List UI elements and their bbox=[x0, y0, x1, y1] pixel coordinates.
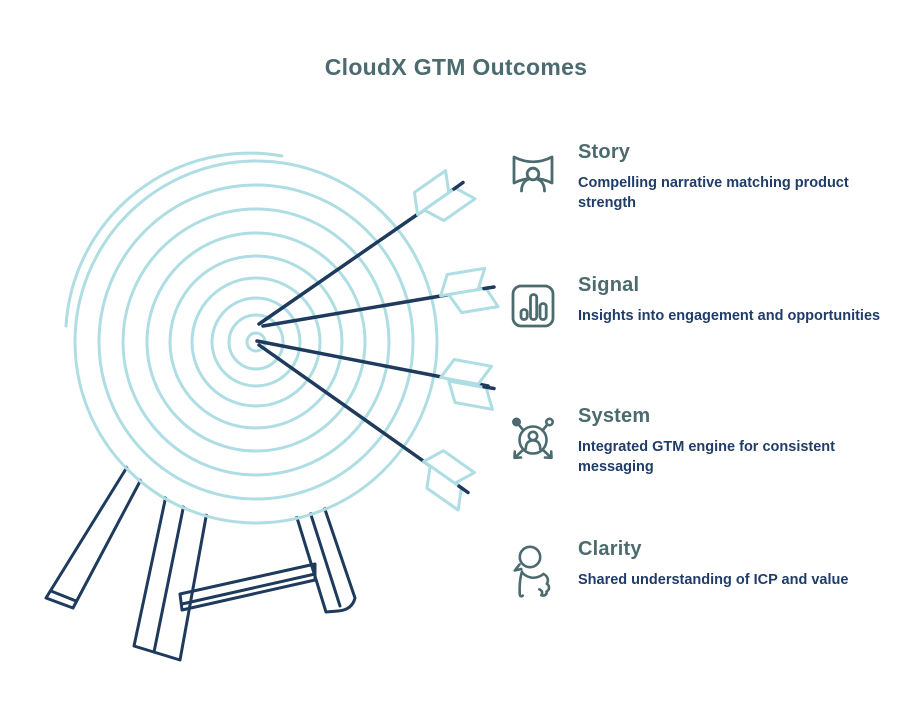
arrow-4 bbox=[257, 343, 476, 512]
arrow-3 bbox=[255, 339, 496, 411]
item-description: Insights into engagement and opportuniti… bbox=[578, 308, 881, 324]
target-board bbox=[64, 151, 439, 525]
item-description: Integrated GTM engine for consistent mes… bbox=[578, 439, 835, 475]
person-magnifier-icon bbox=[505, 542, 567, 598]
outcome-item-signal: Signal Insights into engagement and oppo… bbox=[505, 274, 900, 334]
arrows bbox=[255, 169, 500, 512]
arrow-2 bbox=[261, 266, 500, 328]
item-title: System bbox=[578, 405, 651, 427]
bar-chart-icon bbox=[505, 278, 567, 334]
arrow-1 bbox=[257, 169, 477, 326]
outcome-item-system: System Integrated GTM engine for consist… bbox=[505, 405, 900, 477]
item-title: Story bbox=[578, 141, 631, 163]
board-depth-rim bbox=[64, 151, 284, 328]
network-person-icon bbox=[505, 409, 567, 465]
item-description: Compelling narrative matching product st… bbox=[578, 175, 849, 211]
item-title: Signal bbox=[578, 274, 640, 296]
target-illustration bbox=[44, 151, 500, 662]
outcome-item-story: Story Compelling narrative matching prod… bbox=[505, 141, 900, 213]
presenter-screen-icon bbox=[505, 145, 567, 201]
outcome-item-clarity: Clarity Shared understanding of ICP and … bbox=[505, 538, 900, 598]
page-title: CloudX GTM Outcomes bbox=[324, 54, 588, 80]
item-description: Shared understanding of ICP and value bbox=[578, 572, 849, 588]
item-title: Clarity bbox=[578, 538, 642, 560]
